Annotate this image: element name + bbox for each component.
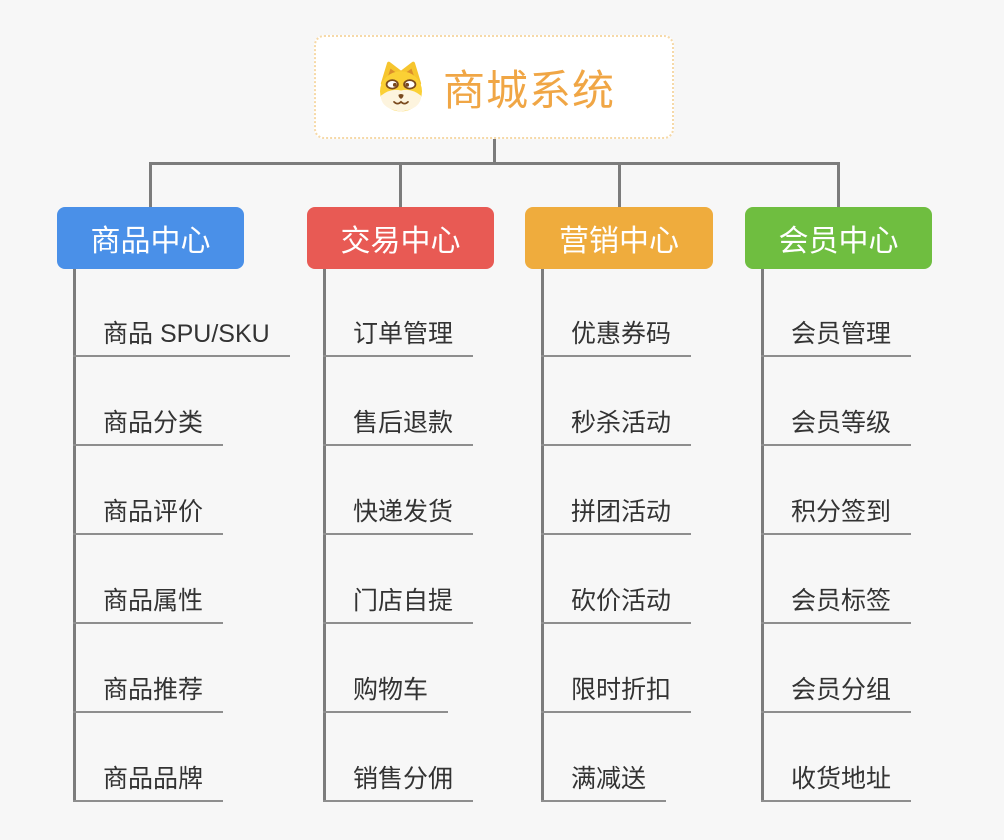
child-item[interactable]: 商品评价 xyxy=(73,493,224,535)
child-label: 会员分组 xyxy=(791,676,892,704)
child-label: 限时折扣 xyxy=(571,676,672,704)
child-item[interactable]: 会员管理 xyxy=(761,315,912,357)
child-label: 商品评价 xyxy=(103,498,204,526)
child-label: 门店自提 xyxy=(353,587,454,615)
child-label: 售后退款 xyxy=(353,409,454,437)
child-label: 满减送 xyxy=(571,765,647,793)
root-node[interactable]: 商城系统 xyxy=(314,35,674,139)
child-item[interactable]: 商品属性 xyxy=(73,582,224,624)
child-item[interactable]: 销售分佣 xyxy=(323,760,474,802)
branch-bus-line xyxy=(149,162,840,165)
child-item[interactable]: 购物车 xyxy=(323,671,449,713)
child-item[interactable]: 订单管理 xyxy=(323,315,474,357)
child-label: 砍价活动 xyxy=(571,587,672,615)
branch-drop-line xyxy=(399,164,402,207)
child-item[interactable]: 商品推荐 xyxy=(73,671,224,713)
child-label: 拼团活动 xyxy=(571,498,672,526)
child-label: 会员管理 xyxy=(791,320,892,348)
branch-node-member-center[interactable]: 会员中心 xyxy=(745,207,932,269)
child-label: 商品 SPU/SKU xyxy=(103,320,270,348)
child-item[interactable]: 限时折扣 xyxy=(541,671,692,713)
child-label: 秒杀活动 xyxy=(571,409,672,437)
child-item[interactable]: 售后退款 xyxy=(323,404,474,446)
branch-label: 商品中心 xyxy=(90,225,211,258)
branch-node-product-center[interactable]: 商品中心 xyxy=(57,207,244,269)
child-item[interactable]: 商品分类 xyxy=(73,404,224,446)
child-label: 购物车 xyxy=(353,676,429,704)
branch-node-marketing-center[interactable]: 营销中心 xyxy=(525,207,713,269)
child-label: 商品品牌 xyxy=(103,765,204,793)
branch-trunk-line xyxy=(73,269,76,802)
child-item[interactable]: 商品 SPU/SKU xyxy=(73,315,290,357)
child-label: 商品属性 xyxy=(103,587,204,615)
child-item[interactable]: 快递发货 xyxy=(323,493,474,535)
branch-trunk-line xyxy=(761,269,764,802)
branch-label: 营销中心 xyxy=(559,225,679,258)
child-item[interactable]: 门店自提 xyxy=(323,582,474,624)
child-label: 会员标签 xyxy=(791,587,892,615)
child-item[interactable]: 秒杀活动 xyxy=(541,404,692,446)
child-label: 订单管理 xyxy=(353,320,454,348)
child-label: 收货地址 xyxy=(791,765,892,793)
child-item[interactable]: 砍价活动 xyxy=(541,582,692,624)
branch-trunk-line xyxy=(323,269,326,802)
child-item[interactable]: 收货地址 xyxy=(761,760,912,802)
branch-drop-line xyxy=(618,164,621,207)
child-label: 快递发货 xyxy=(353,498,454,526)
branch-drop-line xyxy=(149,164,152,207)
child-item[interactable]: 拼团活动 xyxy=(541,493,692,535)
child-label: 会员等级 xyxy=(791,409,892,437)
root-stem-line xyxy=(493,138,496,164)
child-label: 优惠券码 xyxy=(571,320,672,348)
child-label: 销售分佣 xyxy=(353,765,454,793)
child-label: 商品推荐 xyxy=(103,676,204,704)
branch-node-trade-center[interactable]: 交易中心 xyxy=(307,207,494,269)
child-item[interactable]: 会员标签 xyxy=(761,582,912,624)
branch-label: 交易中心 xyxy=(340,225,461,258)
child-item[interactable]: 满减送 xyxy=(541,760,667,802)
branch-label: 会员中心 xyxy=(778,225,899,258)
child-item[interactable]: 优惠券码 xyxy=(541,315,692,357)
child-item[interactable]: 会员等级 xyxy=(761,404,912,446)
dog-face-icon xyxy=(373,60,429,114)
child-item[interactable]: 商品品牌 xyxy=(73,760,224,802)
branch-drop-line xyxy=(837,164,840,207)
child-label: 商品分类 xyxy=(103,409,204,437)
branch-trunk-line xyxy=(541,269,544,802)
child-item[interactable]: 积分签到 xyxy=(761,493,912,535)
child-item[interactable]: 会员分组 xyxy=(761,671,912,713)
root-title: 商城系统 xyxy=(442,66,615,114)
child-label: 积分签到 xyxy=(791,498,892,526)
